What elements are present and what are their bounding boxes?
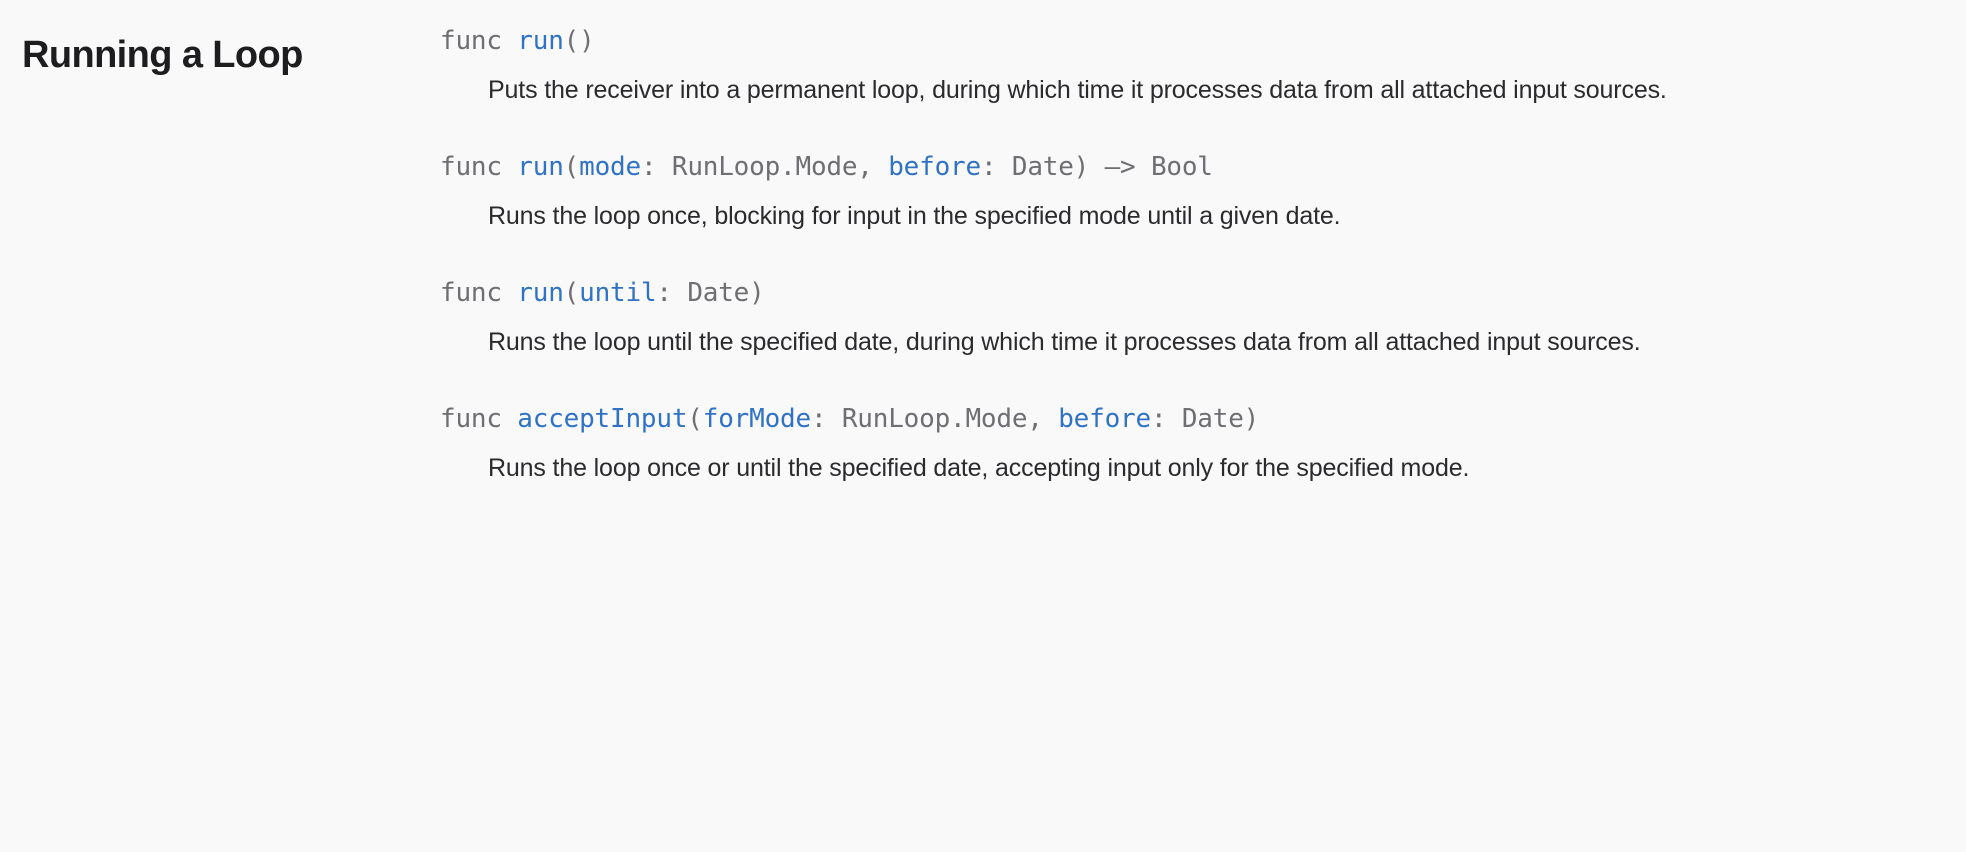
- signature-token-identifier[interactable]: run: [517, 26, 564, 56]
- api-signature[interactable]: func run(until: Date): [440, 276, 1906, 310]
- api-description: Runs the loop until the specified date, …: [488, 328, 1641, 356]
- signature-token-keyword: func: [440, 152, 518, 182]
- api-entry: func acceptInput(forMode: RunLoop.Mode, …: [440, 402, 1906, 488]
- signature-token-identifier[interactable]: run: [517, 278, 564, 308]
- api-entry: func run(mode: RunLoop.Mode, before: Dat…: [440, 150, 1906, 236]
- api-signature[interactable]: func run(mode: RunLoop.Mode, before: Dat…: [440, 150, 1906, 184]
- signature-token-type: : Date): [656, 278, 765, 308]
- signature-token-punctuation: (): [563, 26, 595, 56]
- api-entry-list: func run() Puts the receiver into a perm…: [440, 24, 1966, 488]
- api-description: Runs the loop once or until the specifie…: [488, 454, 1470, 482]
- signature-token-param: mode: [579, 152, 641, 182]
- signature-token-identifier[interactable]: acceptInput: [517, 404, 688, 434]
- api-entry: func run() Puts the receiver into a perm…: [440, 24, 1906, 110]
- signature-token-punctuation: (: [563, 152, 580, 182]
- api-description: Puts the receiver into a permanent loop,…: [488, 76, 1667, 104]
- signature-token-param: before: [888, 152, 981, 182]
- signature-token-param: before: [1058, 404, 1151, 434]
- signature-token-type: : RunLoop.Mode,: [640, 152, 889, 182]
- signature-token-type: : Date): [1150, 404, 1260, 434]
- signature-token-punctuation: (: [687, 404, 703, 434]
- signature-token-keyword: func: [440, 26, 518, 56]
- signature-token-identifier[interactable]: run: [517, 152, 564, 182]
- page-title: Running a Loop: [22, 34, 303, 76]
- signature-token-param: until: [579, 278, 657, 308]
- api-entry: func run(until: Date) Runs the loop unti…: [440, 276, 1906, 362]
- signature-token-keyword: func: [440, 404, 518, 434]
- signature-token-type: : RunLoop.Mode,: [810, 404, 1059, 434]
- api-signature[interactable]: func acceptInput(forMode: RunLoop.Mode, …: [440, 402, 1906, 436]
- api-description: Runs the loop once, blocking for input i…: [488, 202, 1341, 230]
- signature-token-type: : Date) –> Bool: [980, 152, 1213, 182]
- signature-token-param: forMode: [702, 404, 811, 434]
- signature-token-keyword: func: [440, 278, 518, 308]
- api-signature[interactable]: func run(): [440, 24, 1906, 58]
- section-title-column: Running a Loop: [0, 24, 440, 78]
- signature-token-punctuation: (: [563, 278, 580, 308]
